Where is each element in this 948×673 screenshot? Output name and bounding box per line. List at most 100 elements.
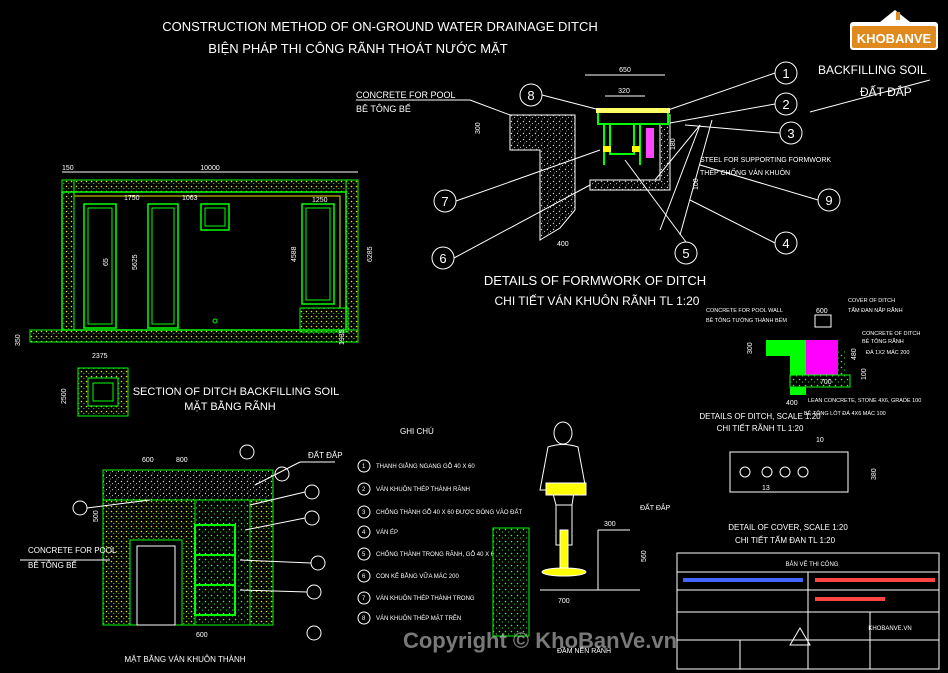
svg-text:3: 3 (787, 126, 794, 141)
callout-4: 4 (774, 231, 798, 255)
concrete-mac: ĐÁ 1X2 MÁC 200 (866, 349, 909, 356)
steel-support-en: STEEL FOR SUPPORTING FORMWORK (700, 157, 831, 164)
ditch-detail: 300 600 700 480 100 400 (747, 308, 868, 407)
formwork-title-en: DETAILS OF FORMWORK OF DITCH (484, 273, 706, 288)
section-title-en: SECTION OF DITCH BACKFILLING SOIL (133, 386, 340, 398)
dim-350: 350 (15, 334, 22, 346)
callout-8: 8 (519, 83, 543, 107)
svg-text:CHỐNG THÀNH GỖ 40 X 60 ĐƯỢC ĐÓ: CHỐNG THÀNH GỖ 40 X 60 ĐƯỢC ĐÓNG VÀO ĐẤT (376, 509, 523, 516)
backfilling-vi: ĐẤT ĐẮP (860, 84, 912, 99)
svg-text:7: 7 (441, 194, 448, 209)
title-block: BẢN VẼ THI CÔNG KHOBANVE.VN (676, 552, 940, 670)
svg-text:1: 1 (782, 66, 789, 81)
svg-text:1: 1 (362, 464, 366, 470)
dim-600-c: 600 (816, 308, 828, 315)
logo-text: KHOBANVE (857, 31, 932, 46)
dim-150: 150 (62, 165, 74, 172)
dim-800: 800 (176, 457, 188, 464)
svg-text:CHỐNG THÀNH TRONG RÃNH, GỖ 40: CHỐNG THÀNH TRONG RÃNH, GỖ 40 X 60 (376, 551, 498, 558)
dim-13: 13 (762, 485, 770, 492)
dim-1250: 1250 (312, 197, 328, 204)
svg-text:CON KÊ BẰNG VỮA MÁC 200: CON KÊ BẰNG VỮA MÁC 200 (376, 572, 459, 580)
dim-300-b: 300 (604, 521, 616, 528)
lean-concrete-en: LEAN CONCRETE, STONE 4X6, GRADE 100 (808, 398, 921, 404)
cover-detail: 10 13 380 (729, 437, 878, 493)
steel-support-vi: THÉP CHỐNG VÁN KHUÔN (700, 167, 790, 177)
dim-700-b: 700 (558, 598, 570, 605)
svg-text:4: 4 (362, 530, 366, 536)
dim-2375: 2375 (92, 353, 108, 360)
dim-1063: 1063 (182, 195, 198, 202)
svg-text:VÁN KHUÔN THÉP THÀNH RÃNH: VÁN KHUÔN THÉP THÀNH RÃNH (376, 486, 470, 493)
note-8: 8 VÁN KHUÔN THÉP MẶT TRÊN (357, 611, 461, 625)
ditch-plan-view: 10000 150 1750 1063 1250 5625 4588 65 62… (15, 165, 374, 346)
formwork-title-vi: CHI TIẾT VÁN KHUÔN RÃNH TL 1:20 (495, 293, 700, 308)
worker-figure (539, 421, 587, 577)
svg-text:8: 8 (362, 616, 366, 622)
dat-dap-2: ĐẤT ĐẮP (640, 502, 671, 512)
cover-detail-vi: CHI TIẾT TẤM ĐAN TL 1:20 (735, 535, 836, 545)
small-pit-plan: 2375 2500 (61, 353, 129, 417)
title-block-row-2: KHOBANVE.VN (868, 626, 911, 632)
plan-formwork-vi: MẶT BẰNG VÁN KHUÔN THÀNH (124, 655, 245, 664)
dim-180: 180 (670, 138, 677, 150)
dim-300-c: 300 (747, 342, 754, 354)
ditch-detail-en: DETAILS OF DITCH, SCALE 1:20 (699, 412, 821, 421)
svg-text:8: 8 (527, 88, 534, 103)
callout-9: 9 (817, 188, 841, 212)
dim-10: 10 (816, 437, 824, 444)
dim-500: 500 (93, 510, 100, 522)
callout-1: 1 (774, 61, 798, 85)
svg-text:3: 3 (362, 510, 366, 516)
concrete-pool-en: CONCRETE FOR POOL (356, 90, 456, 100)
svg-text:7: 7 (362, 596, 366, 602)
callout-6: 6 (431, 246, 455, 270)
svg-text:2: 2 (782, 97, 789, 112)
svg-text:6: 6 (439, 251, 446, 266)
backfilling-en: BACKFILLING SOIL (818, 63, 927, 77)
svg-text:9: 9 (825, 193, 832, 208)
leader-lines (356, 72, 931, 259)
dim-1935: 1935 (339, 329, 346, 345)
dim-100-c: 100 (861, 368, 868, 380)
dim-480: 480 (851, 348, 858, 360)
dim-600-b: 600 (196, 632, 208, 639)
notes-heading: GHI CHÚ (400, 427, 434, 436)
dim-560: 560 (641, 550, 648, 562)
ditch-detail-vi: CHI TIẾT RÃNH TL 1:20 (717, 423, 804, 433)
title-en: CONSTRUCTION METHOD OF ON-GROUND WATER D… (162, 19, 598, 34)
title-vi: BIỆN PHÁP THI CÔNG RÃNH THOÁT NƯỚC MẶT (208, 41, 507, 56)
dim-6285: 6285 (367, 246, 374, 262)
dim-65: 65 (103, 258, 110, 266)
compact-vi: ĐẦM NỀN RÃNH (557, 645, 611, 655)
svg-text:5: 5 (362, 552, 366, 558)
note-6: 6 CON KÊ BẰNG VỮA MÁC 200 (357, 569, 459, 583)
svg-text:6: 6 (362, 574, 366, 580)
concrete-ditch-en: CONCRETE OF DITCH (862, 331, 920, 337)
dim-400: 400 (557, 241, 569, 248)
brand-logo: KHOBANVE (850, 10, 938, 50)
callout-7: 7 (433, 189, 457, 213)
dim-600-a: 600 (142, 457, 154, 464)
dim-5625: 5625 (132, 254, 139, 270)
svg-text:4: 4 (782, 236, 789, 251)
callout-3: 3 (779, 121, 803, 145)
cover-of-ditch-en: COVER OF DITCH (848, 298, 895, 304)
callout-2: 2 (774, 92, 798, 116)
dim-4588: 4588 (291, 246, 298, 262)
svg-text:VÁN KHUÔN THÉP MẶT TRÊN: VÁN KHUÔN THÉP MẶT TRÊN (376, 614, 461, 622)
svg-text:THANH GIẰNG NGANG GỖ 40 X 60: THANH GIẰNG NGANG GỖ 40 X 60 (376, 462, 475, 470)
svg-text:5: 5 (682, 246, 689, 261)
concrete-pool2-vi: BÊ TÔNG BỂ (28, 561, 77, 570)
concrete-ditch-vi: BÊ TÔNG RÃNH (862, 337, 904, 345)
dim-2500: 2500 (61, 388, 68, 404)
compaction-section: 700 300 560 (492, 521, 648, 637)
dim-320: 320 (618, 88, 630, 95)
dat-dap-1: ĐẤT ĐẮP (308, 450, 343, 460)
concrete-pool2-en: CONCRETE FOR POOL (28, 546, 117, 555)
section-title-vi: MẶT BẰNG RÃNH (184, 400, 276, 413)
